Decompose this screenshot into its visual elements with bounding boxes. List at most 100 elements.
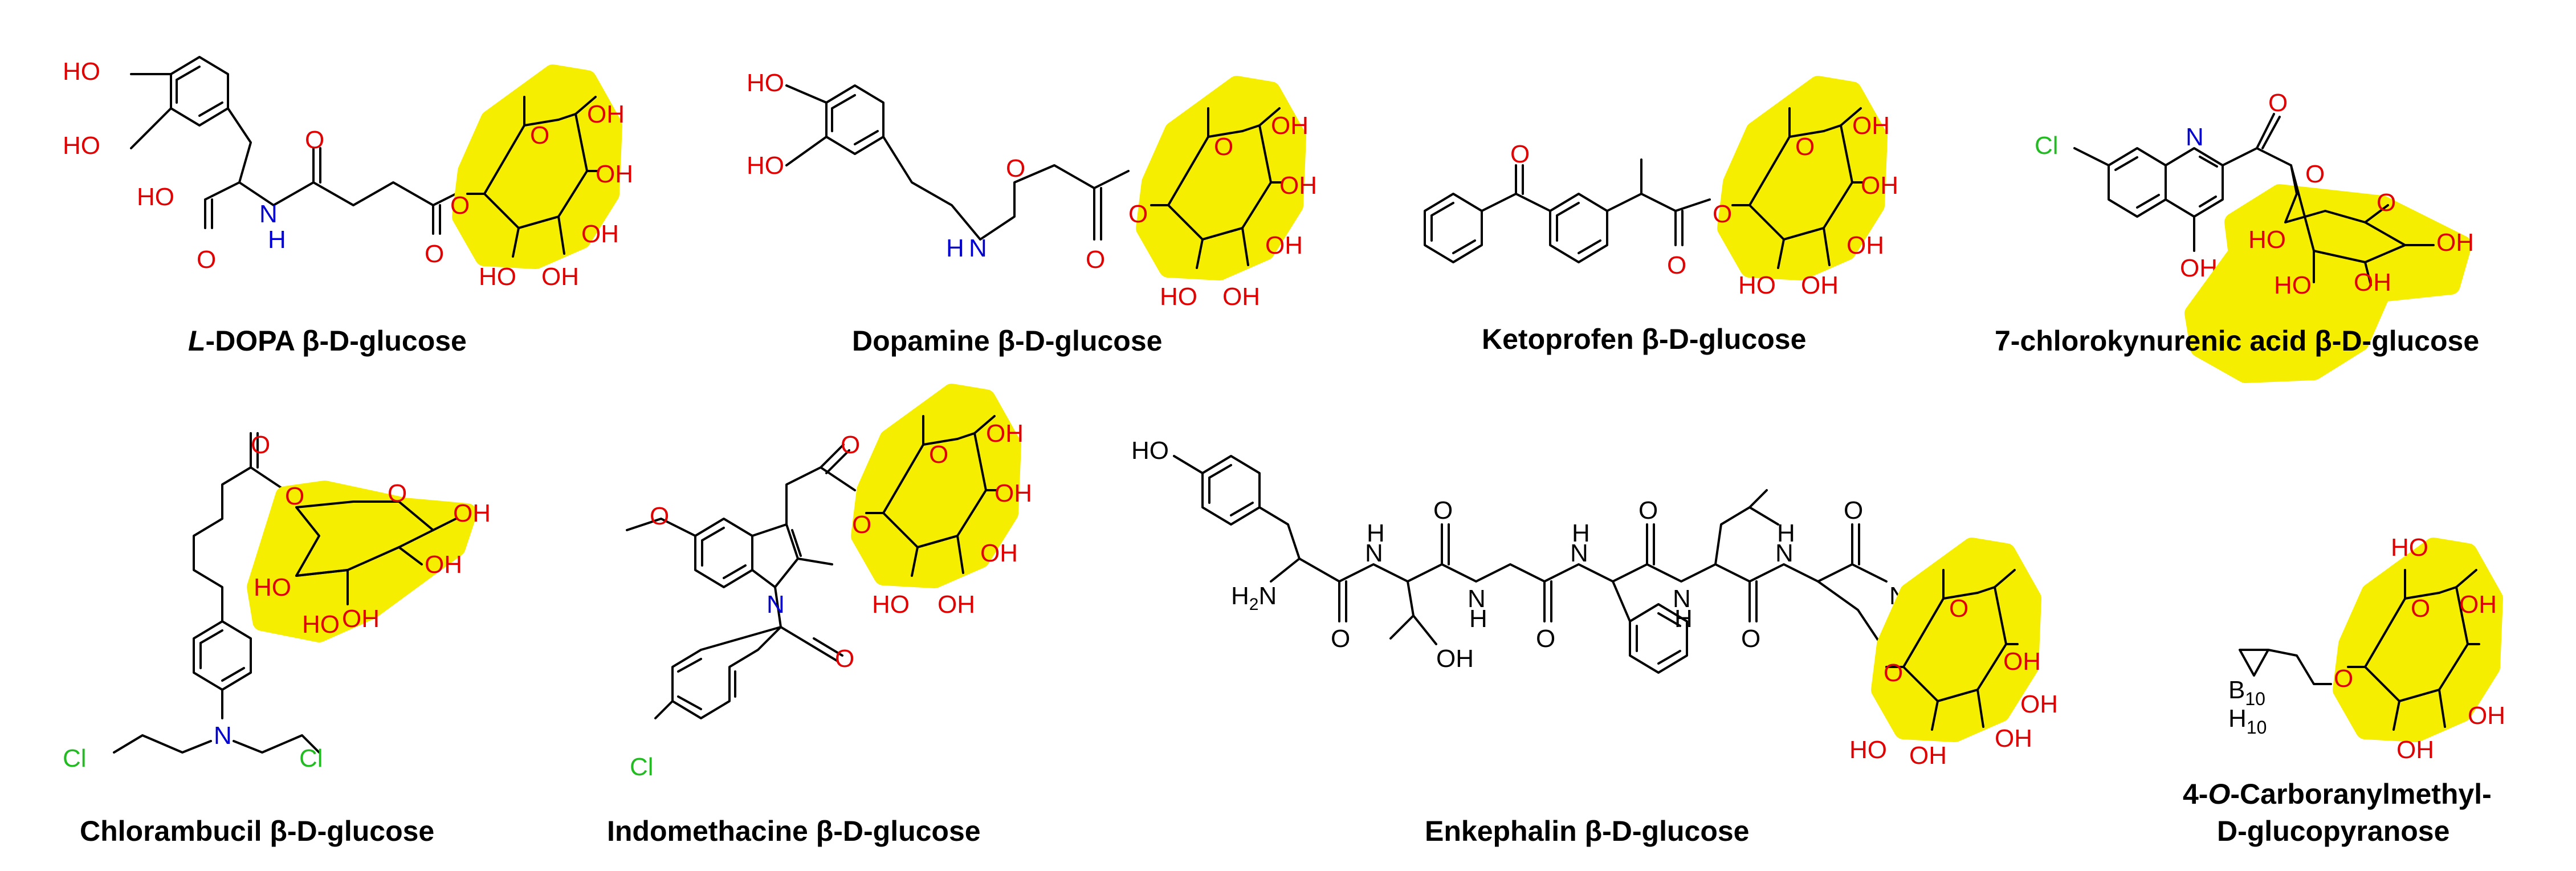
atom-label: O [835,645,854,673]
compound-ketoprofen: O O O O OH OH OH HO OH Ketoprofen β-D-gl… [1424,86,1898,355]
atom-label: HO [2391,534,2428,561]
atom-label: Cl [63,744,87,772]
compound-caption-line2: D-glucopyranose [2217,815,2449,847]
atom-label: O [1713,200,1732,228]
atom-label: HO [1160,283,1197,311]
atom-label: OH [541,263,579,291]
atom-label: OH [342,605,380,633]
atom-label: HO [254,573,291,601]
atom-label: HO [63,132,100,160]
atom-label: O [2305,160,2325,188]
atom-label: N [1570,539,1588,567]
atom-label: H [268,226,286,254]
atom-label: H10 [2228,705,2267,738]
atom-label: HO [747,152,784,180]
atom-label: H [1469,605,1487,633]
atom-label: OH [1436,645,1474,673]
atom-label: HO [479,263,516,291]
atom-label: H [1367,519,1385,547]
atom-label: O [450,192,470,219]
atom-label: OH [2003,648,2041,675]
atom-label: OH [1861,172,1898,200]
atom-label: OH [425,551,462,579]
atom-label: N [2186,123,2204,151]
atom-label: HO [1131,437,1169,465]
atom-label: OH [986,420,1024,447]
atom-label: O [285,482,304,510]
compound-chlorambucil: O N Cl Cl O O OH OH HO HO OH Chlorambuci… [63,431,491,847]
atom-label: O [305,126,324,154]
atom-label: O [197,246,216,274]
compound-caption: Enkephalin β-D-glucose [1425,815,1749,847]
atom-label: O [1638,496,1658,524]
atom-label: O [1433,496,1453,524]
atom-label: O [852,511,871,539]
atom-label: O [2334,665,2353,693]
atom-label: OH [938,591,975,618]
atom-label: HO [2248,226,2286,254]
compound-caption: Indomethacine β-D-glucose [607,815,981,847]
atom-label: H [1572,519,1590,547]
compound-ldopa: HO HO HO O N H O O O O OH OH OH HO OH L-… [63,56,633,357]
atom-label: OH [453,499,491,527]
compound-caption: Dopamine β-D-glucose [852,325,1162,357]
atom-label: O [388,479,407,507]
atom-label: O [1949,595,1968,622]
atom-label: O [530,121,549,149]
atom-label: N [1468,585,1486,613]
atom-label: O [1667,251,1686,279]
atom-label: OH [2020,690,2058,718]
atom-label: OH [587,100,625,128]
compound-enkephalin: HO H2N O N H O OH N H O N H O N H O N H … [1131,437,2058,847]
atom-label: O [2268,89,2288,117]
atom-label: O [1086,246,1105,274]
atom-label: O [1006,154,1025,182]
atom-label: O [1741,625,1760,653]
atom-label: OH [1909,742,1947,770]
atom-label: Cl [2035,132,2059,160]
atom-label: H [1674,605,1693,633]
atom-label: O [929,441,948,469]
compound-indomethacine: O N O O Cl O O OH OH OH HO OH Indomethac… [607,393,1032,847]
compound-caption: 4-O-Carboranylmethyl- [2183,778,2492,810]
atom-label: O [2411,595,2430,622]
atom-label: N [259,200,278,228]
atom-label: HO [1738,271,1776,299]
atom-label: HO [747,69,784,97]
atom-label: OH [1801,271,1839,299]
atom-label: OH [1847,231,1884,259]
atom-label: O [1128,200,1148,228]
atom-label: N [969,234,987,262]
atom-label: OH [994,479,1032,507]
compound-chlorokynurenic: Cl N OH O O O HO OH HO OH 7-chlorokynure… [1995,89,2479,383]
atom-label: OH [1265,231,1303,259]
atom-label: OH [2436,229,2474,257]
compound-caption: Chlorambucil β-D-glucose [80,815,434,847]
atom-label: OH [1271,112,1309,140]
atom-label: OH [1222,283,1260,311]
atom-label: O [2377,189,2396,217]
atom-label: H2N [1231,582,1277,614]
atom-label: O [1884,659,1903,687]
atom-label: H [1777,519,1795,547]
atom-label: HO [63,58,100,86]
atom-label: Cl [630,753,654,781]
atom-label: Cl [299,744,323,772]
atom-label: O [1795,133,1815,161]
compound-caption: 7-chlorokynurenic acid β-D-glucose [1995,325,2479,357]
atom-label: OH [2354,268,2391,296]
atom-label: O [1214,133,1233,161]
atom-label: H [946,234,964,262]
atom-label: O [1510,140,1530,168]
atom-label: OH [1995,725,2032,752]
atom-label: OH [2468,702,2505,730]
atom-label: HO [137,183,174,211]
atom-label: N [767,591,785,618]
atom-label: HO [302,610,340,638]
atom-label: N [1775,539,1794,567]
atom-label: O [1536,625,1555,653]
atom-label: N [1673,585,1691,613]
compound-dopamine: HO HO N H O O O O OH OH OH HO OH Dopamin… [747,69,1317,357]
atom-label: HO [1849,736,1887,764]
